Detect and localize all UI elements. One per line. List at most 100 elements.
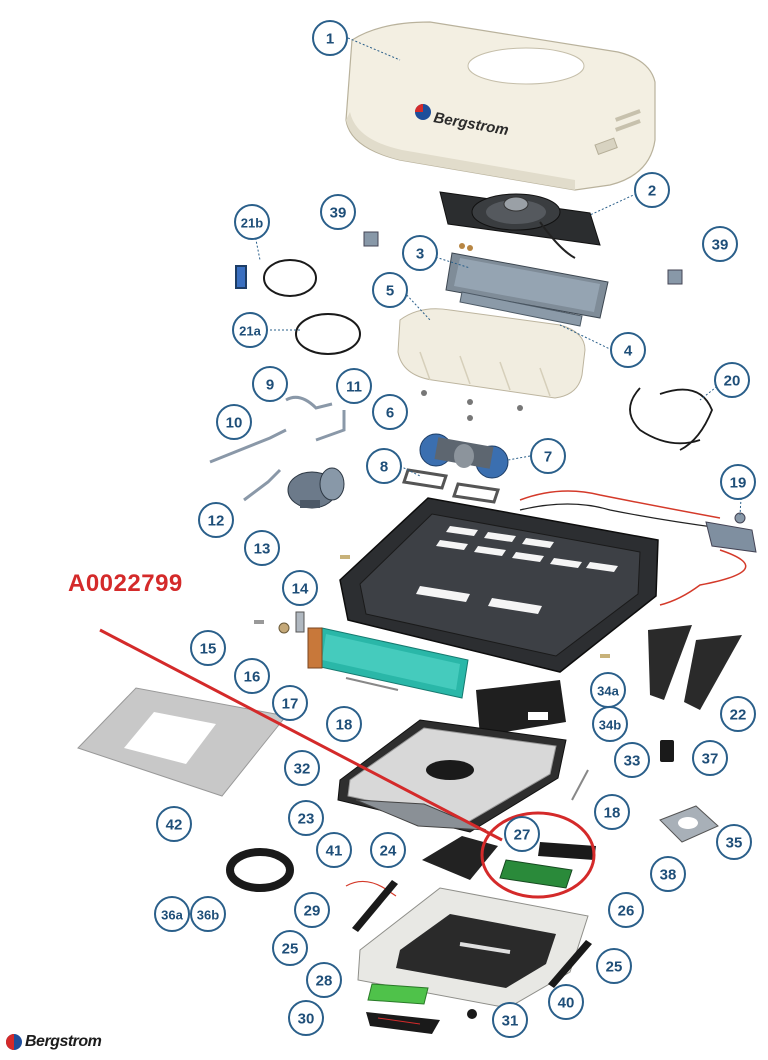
callout-36b: 36b <box>190 896 226 932</box>
callout-11: 11 <box>336 368 372 404</box>
callout-label: 9 <box>266 377 274 394</box>
callout-circle <box>608 892 644 928</box>
callout-circle <box>232 312 268 348</box>
part-sensor-probe <box>345 677 589 801</box>
callout-label: 5 <box>386 283 394 300</box>
callout-circle <box>372 394 408 430</box>
callout-35: 35 <box>716 824 752 860</box>
callout-19: 19 <box>720 464 756 500</box>
callout-2: 2 <box>634 172 670 208</box>
callout-40: 40 <box>548 984 584 1020</box>
callout-circle <box>614 742 650 778</box>
part-seal-tape <box>226 848 294 892</box>
part-gasket-sheet <box>77 687 287 797</box>
callout-34a: 34a <box>590 672 626 708</box>
part-insulation-block <box>476 680 566 736</box>
callout-circle <box>190 630 226 666</box>
callout-circle <box>634 172 670 208</box>
callout-34b: 34b <box>592 706 628 742</box>
callout-label: 18 <box>336 717 353 734</box>
callout-label: 1 <box>326 31 334 48</box>
callout-circle <box>548 984 584 1020</box>
callout-circle <box>288 800 324 836</box>
part-condenser-coil <box>445 243 609 319</box>
callout-label: 34a <box>597 684 619 699</box>
callout-label: 30 <box>298 1011 315 1028</box>
part-refrigerant-pipes <box>209 395 346 502</box>
callout-label: 16 <box>244 669 261 686</box>
callout-3: 3 <box>402 235 438 271</box>
callout-label: 7 <box>544 449 552 466</box>
part-gaskets <box>402 468 500 504</box>
callout-circle <box>156 806 192 842</box>
callout-17: 17 <box>272 685 308 721</box>
callout-label: 22 <box>730 707 747 724</box>
part-evaporator-housing <box>397 308 586 399</box>
callout-circle <box>714 362 750 398</box>
callout-label: 20 <box>724 373 741 390</box>
part-blower-motor <box>419 433 509 479</box>
callout-label: 8 <box>380 459 388 476</box>
callout-circle <box>198 502 234 538</box>
callout-label: 39 <box>712 237 729 254</box>
callout-24: 24 <box>370 832 406 868</box>
callout-label: 42 <box>166 817 183 834</box>
callout-31: 31 <box>492 1002 528 1038</box>
part-compressor <box>287 467 345 509</box>
callout-29: 29 <box>294 892 330 928</box>
part-wire-harness <box>629 387 713 451</box>
part-remote <box>660 740 674 762</box>
callout-label: 17 <box>282 696 299 713</box>
callout-8: 8 <box>366 448 402 484</box>
callout-5: 5 <box>372 272 408 308</box>
part-foam-strip <box>538 842 596 860</box>
part-condenser-fan <box>439 191 601 259</box>
callout-circle <box>316 832 352 868</box>
callout-13: 13 <box>244 530 280 566</box>
callout-circle <box>594 794 630 830</box>
callout-27: 27 <box>504 816 540 852</box>
callout-circle <box>190 896 226 932</box>
callout-label: 27 <box>514 827 531 844</box>
part-top-cover: Bergstrom <box>345 21 656 191</box>
callout-label: 6 <box>386 405 394 422</box>
callout-28: 28 <box>306 962 342 998</box>
callout-circle <box>320 194 356 230</box>
callout-label: 13 <box>254 541 271 558</box>
callout-label: 21a <box>239 324 261 339</box>
callout-circle <box>154 896 190 932</box>
callout-label: 3 <box>416 246 424 263</box>
callout-circle <box>702 226 738 262</box>
callout-label: 31 <box>502 1013 519 1030</box>
callout-label: 26 <box>618 903 635 920</box>
part-condenser-bar <box>459 291 583 327</box>
callout-circle <box>234 204 270 240</box>
callout-label: 33 <box>624 753 641 770</box>
callout-circle <box>312 20 348 56</box>
callout-4: 4 <box>610 332 646 368</box>
callout-circle <box>216 404 252 440</box>
part-screws <box>421 390 523 421</box>
callout-circle <box>370 832 406 868</box>
callout-label: 32 <box>294 761 311 778</box>
callout-label: 25 <box>606 959 623 976</box>
callout-label: 23 <box>298 811 315 828</box>
part-small-harness <box>345 880 397 897</box>
callout-42: 42 <box>156 806 192 842</box>
callout-circle <box>326 706 362 742</box>
callout-25: 25 <box>596 948 632 984</box>
callout-circle <box>244 530 280 566</box>
callout-circle <box>252 366 288 402</box>
callout-label: 35 <box>726 835 743 852</box>
callout-label: 38 <box>660 867 677 884</box>
callout-label: 15 <box>200 641 217 658</box>
part-small-blocks <box>363 231 683 285</box>
callout-label: 34b <box>599 718 621 733</box>
part-bezel <box>366 1012 440 1034</box>
callout-41: 41 <box>316 832 352 868</box>
callout-label: 12 <box>208 513 225 530</box>
part-grille-housing <box>357 887 589 1009</box>
callout-10: 10 <box>216 404 252 440</box>
callout-1: 1 <box>312 20 348 56</box>
